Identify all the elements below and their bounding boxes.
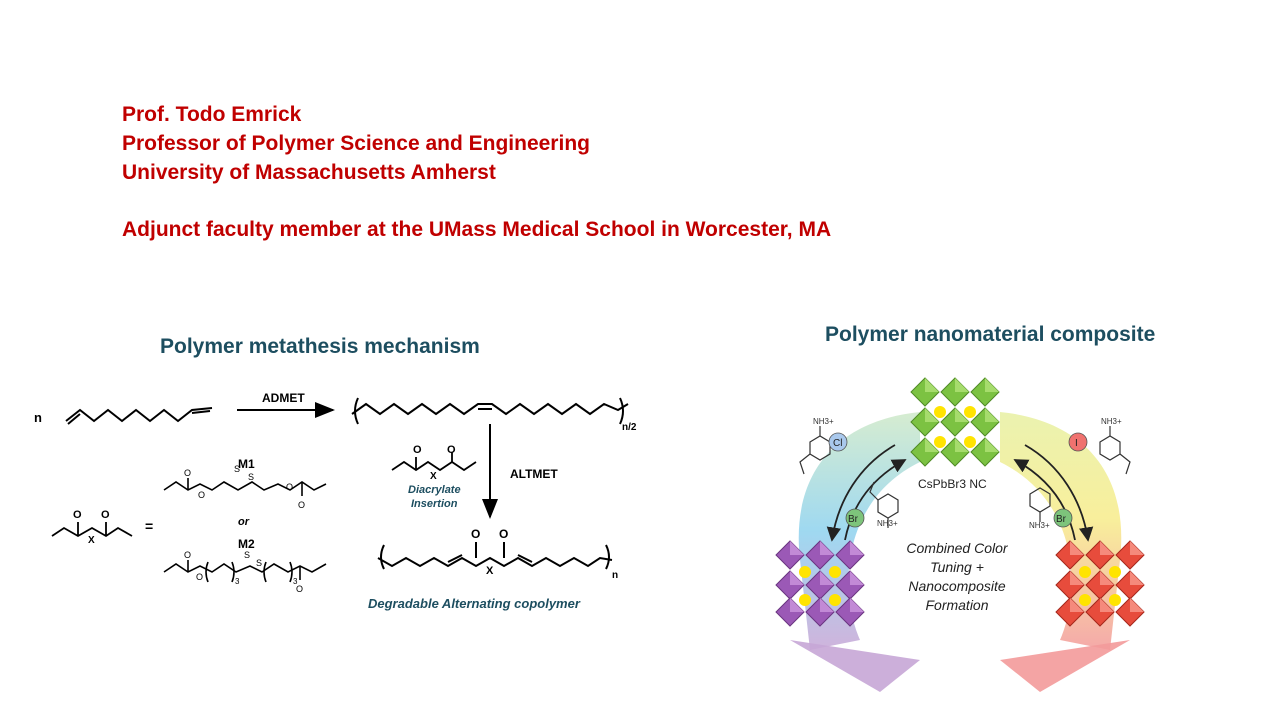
m1-s1: S bbox=[234, 464, 240, 474]
speaker-position: Professor of Polymer Science and Enginee… bbox=[122, 132, 590, 155]
copolymer-o1: O bbox=[471, 527, 480, 541]
m1-o1: O bbox=[184, 468, 191, 478]
equals-sign: = bbox=[145, 518, 153, 534]
center-line-4: Formation bbox=[925, 597, 988, 613]
left-arc-head bbox=[790, 640, 920, 692]
nh3-label-b: NH3+ bbox=[877, 519, 898, 528]
alternating-copolymer bbox=[377, 542, 613, 570]
cl-badge bbox=[828, 432, 848, 452]
x-label-diacrylate: X bbox=[430, 471, 437, 482]
m1-structure bbox=[163, 478, 327, 496]
general-o1: O bbox=[73, 509, 82, 521]
speaker-adjunct: Adjunct faculty member at the UMass Medi… bbox=[122, 218, 832, 241]
m1-o3: O bbox=[286, 482, 293, 492]
cl-label: Cl bbox=[833, 438, 842, 449]
composite-title: Polymer nanomaterial composite bbox=[825, 323, 1156, 346]
i-badge bbox=[1068, 432, 1088, 452]
diacrylate-o1: O bbox=[413, 444, 422, 456]
m2-sub-3b: 3 bbox=[293, 577, 298, 586]
m1-label: M1 bbox=[238, 457, 255, 471]
speaker-name: Prof. Todo Emrick bbox=[122, 103, 302, 126]
speaker-university: University of Massachusetts Amherst bbox=[122, 161, 496, 184]
metathesis-title: Polymer metathesis mechanism bbox=[160, 335, 480, 358]
m2-s2: S bbox=[256, 558, 262, 568]
n-over-2-label: n/2 bbox=[622, 422, 637, 433]
m2-label: M2 bbox=[238, 537, 255, 551]
br-badge-right bbox=[1053, 508, 1073, 528]
m2-o3: O bbox=[296, 584, 303, 594]
br-badge-left bbox=[845, 508, 865, 528]
br-label-right: Br bbox=[1056, 514, 1067, 525]
br-label-left: Br bbox=[848, 514, 859, 525]
m1-o2: O bbox=[198, 490, 205, 500]
n-label: n bbox=[34, 410, 42, 425]
m2-structure bbox=[163, 560, 327, 583]
nh3-label-d: NH3+ bbox=[1029, 521, 1050, 530]
right-arc-head bbox=[1000, 640, 1130, 692]
red-nanocrystal-cluster bbox=[1055, 540, 1145, 627]
insertion-label: Insertion bbox=[411, 498, 458, 510]
m2-o1: O bbox=[184, 550, 191, 560]
or-label: or bbox=[238, 516, 250, 528]
nh3-label-a: NH3+ bbox=[813, 417, 834, 426]
copolymer-o2: O bbox=[499, 527, 508, 541]
m1-o4: O bbox=[298, 500, 305, 510]
x-label: X bbox=[88, 535, 95, 546]
general-o2: O bbox=[101, 509, 110, 521]
center-line-1: Combined Color bbox=[906, 540, 1008, 556]
center-caption: Combined Color Tuning + Nanocomposite Fo… bbox=[906, 540, 1008, 613]
diacrylate-o2: O bbox=[447, 444, 456, 456]
nc-label: CsPbBr3 NC bbox=[918, 477, 987, 491]
nh3-label-c: NH3+ bbox=[1101, 417, 1122, 426]
diene-monomer bbox=[65, 407, 213, 425]
admet-label: ADMET bbox=[262, 391, 305, 405]
center-line-2: Tuning + bbox=[930, 559, 984, 575]
speaker-info: Prof. Todo Emrick Professor of Polymer S… bbox=[122, 100, 831, 244]
altmet-label: ALTMET bbox=[510, 467, 558, 481]
copolymer-caption: Degradable Alternating copolymer bbox=[368, 596, 581, 611]
polyalkenamer bbox=[351, 397, 629, 425]
purple-nanocrystal-cluster bbox=[775, 540, 865, 627]
exchange-arrows bbox=[826, 444, 1094, 542]
m2-s1: S bbox=[244, 550, 250, 560]
copolymer-n: n bbox=[612, 570, 618, 581]
diacrylate-insertion-structure bbox=[391, 452, 477, 472]
copolymer-x: X bbox=[486, 565, 494, 577]
i-label: I bbox=[1075, 438, 1078, 449]
m1-s2: S bbox=[248, 472, 254, 482]
green-nanocrystal-cluster bbox=[910, 377, 1000, 467]
m2-o2: O bbox=[196, 572, 203, 582]
m2-sub-3a: 3 bbox=[235, 577, 240, 586]
general-diacrylate bbox=[51, 522, 133, 538]
ammonium-ligands bbox=[799, 426, 1131, 528]
center-line-3: Nanocomposite bbox=[908, 578, 1005, 594]
diacrylate-label: Diacrylate bbox=[408, 484, 461, 496]
